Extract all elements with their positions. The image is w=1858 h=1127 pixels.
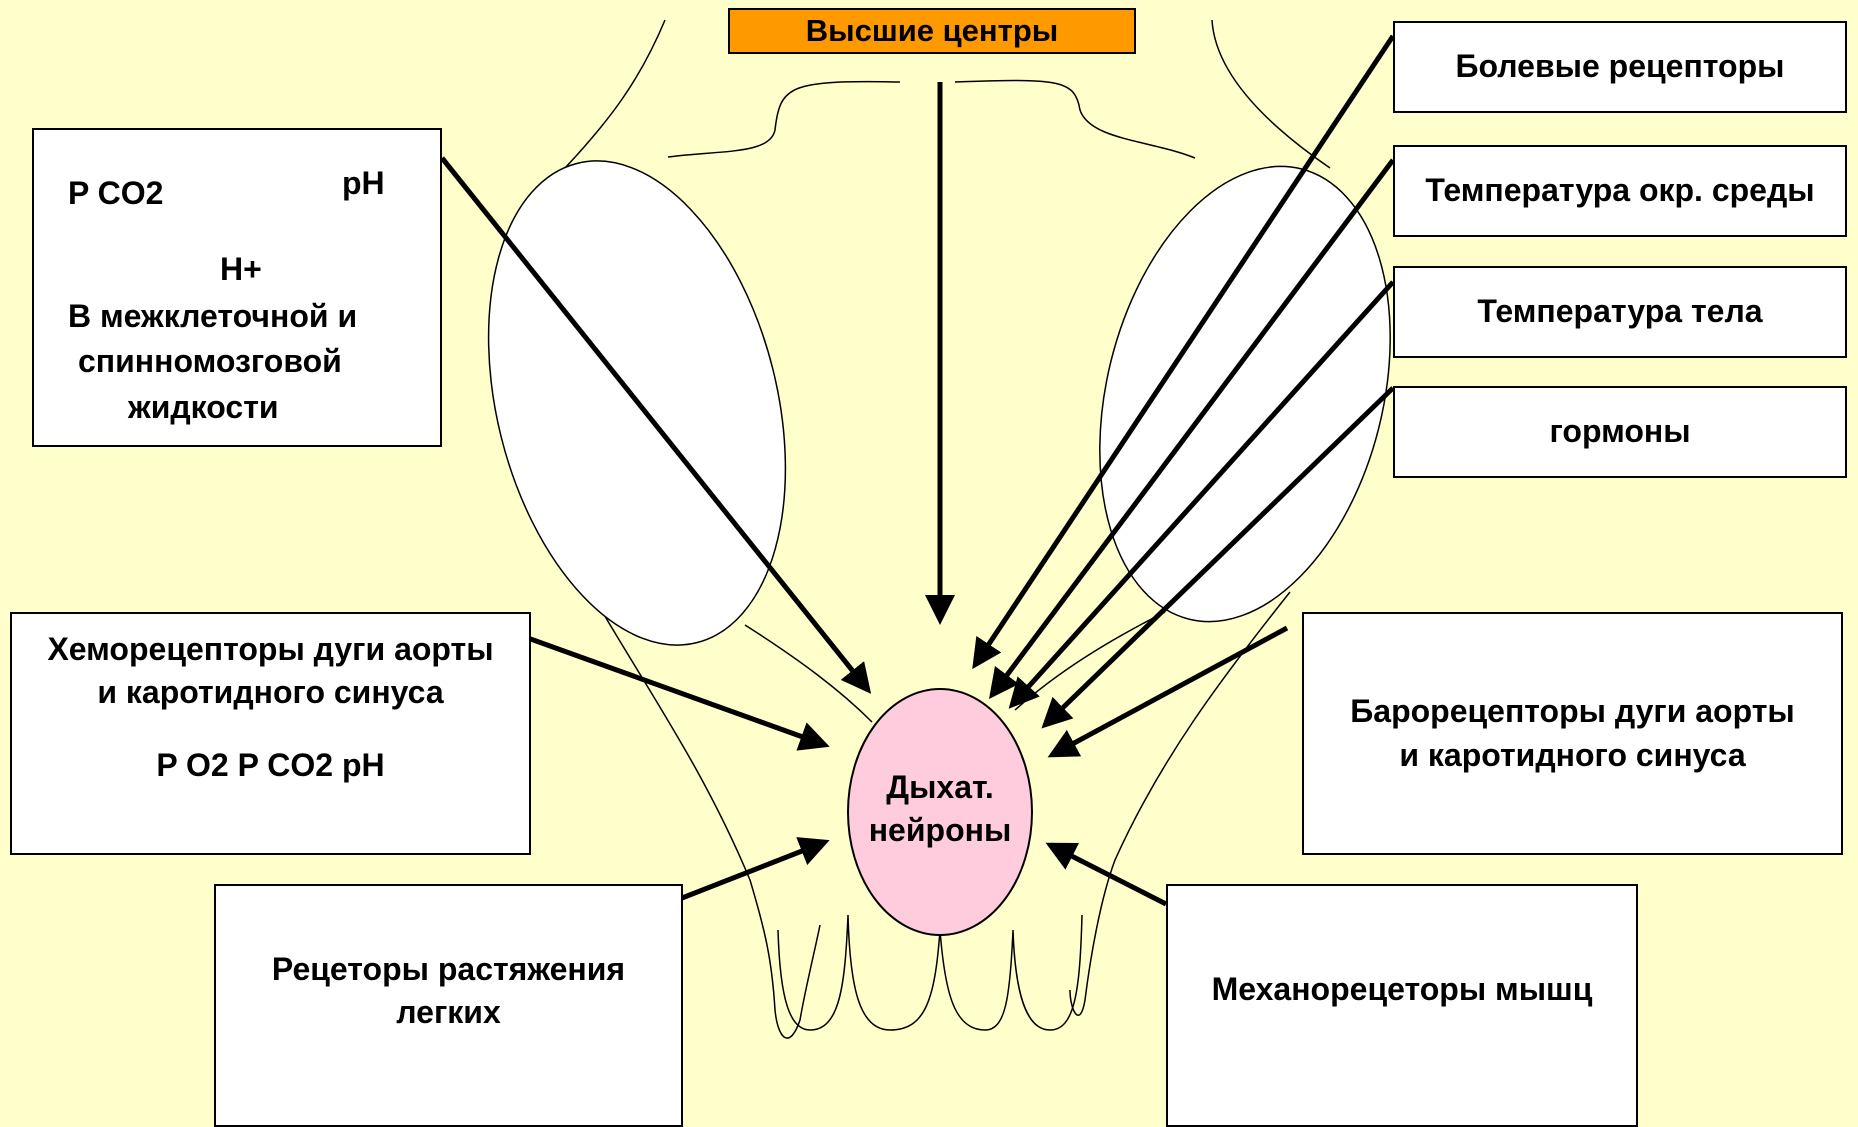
lung-stretch-line-1: Рецеторы растяжения [272,948,625,991]
baroreceptors-line-2: и каротидного синуса [1399,734,1745,777]
outline-upper-right [1212,20,1330,168]
outline-inner-right [1015,612,1165,710]
ph-label: pH [342,162,385,205]
muscle-mechanoreceptors-label: Механорецеторы мышц [1212,968,1593,1011]
chemoreceptors-params: P O2 P CO2 pH [156,744,384,787]
ambient-temperature-box: Температура окр. среды [1393,145,1847,237]
muscle-mechanoreceptors-box: Механорецеторы мышц [1166,884,1638,1127]
pain-receptors-box: Болевые рецепторы [1393,21,1847,113]
chemoreceptors-box: Хеморецепторы дуги аорты и каротидного с… [10,612,531,855]
hormones-label: гормоны [1549,410,1690,453]
ph-box-line-2: спинномозговой [78,340,342,383]
neurons-line-2: нейроны [850,809,1030,852]
body-temperature-label: Температура тела [1477,290,1762,333]
neurons-line-1: Дыхат. [850,766,1030,809]
hormones-box: гормоны [1393,386,1847,478]
right-oval [1055,136,1435,653]
outline-top-ridge [668,80,1195,158]
ambient-temperature-label: Температура окр. среды [1425,169,1814,212]
lung-stretch-line-2: легких [396,991,501,1034]
outline-upper-left [565,20,665,168]
h-ion-label: H+ [220,248,262,291]
ph-box-line-3: жидкости [128,386,279,429]
ph-box: P CO2 pH H+ В межклеточной и спинномозго… [32,128,442,447]
baroreceptors-line-1: Барорецепторы дуги аорты [1350,690,1794,733]
baroreceptors-box: Барорецепторы дуги аорты и каротидного с… [1302,612,1843,855]
lung-stretch-receptors-box: Рецеторы растяжения легких [214,884,683,1127]
higher-centers-box: Высшие центры [728,8,1136,54]
ph-box-line-1: В межклеточной и [68,295,357,338]
pain-receptors-label: Болевые рецепторы [1456,45,1785,88]
pco2-label: P CO2 [68,172,163,215]
chemoreceptors-line-1: Хеморецепторы дуги аорты [47,628,493,671]
arrow-baro [1052,628,1287,755]
body-temperature-box: Температура тела [1393,266,1847,358]
respiratory-neurons-label: Дыхат. нейроны [850,766,1030,852]
chemoreceptors-line-2: и каротидного синуса [97,671,443,714]
higher-centers-label: Высшие центры [806,10,1058,52]
arrow-mechano [1050,845,1166,904]
